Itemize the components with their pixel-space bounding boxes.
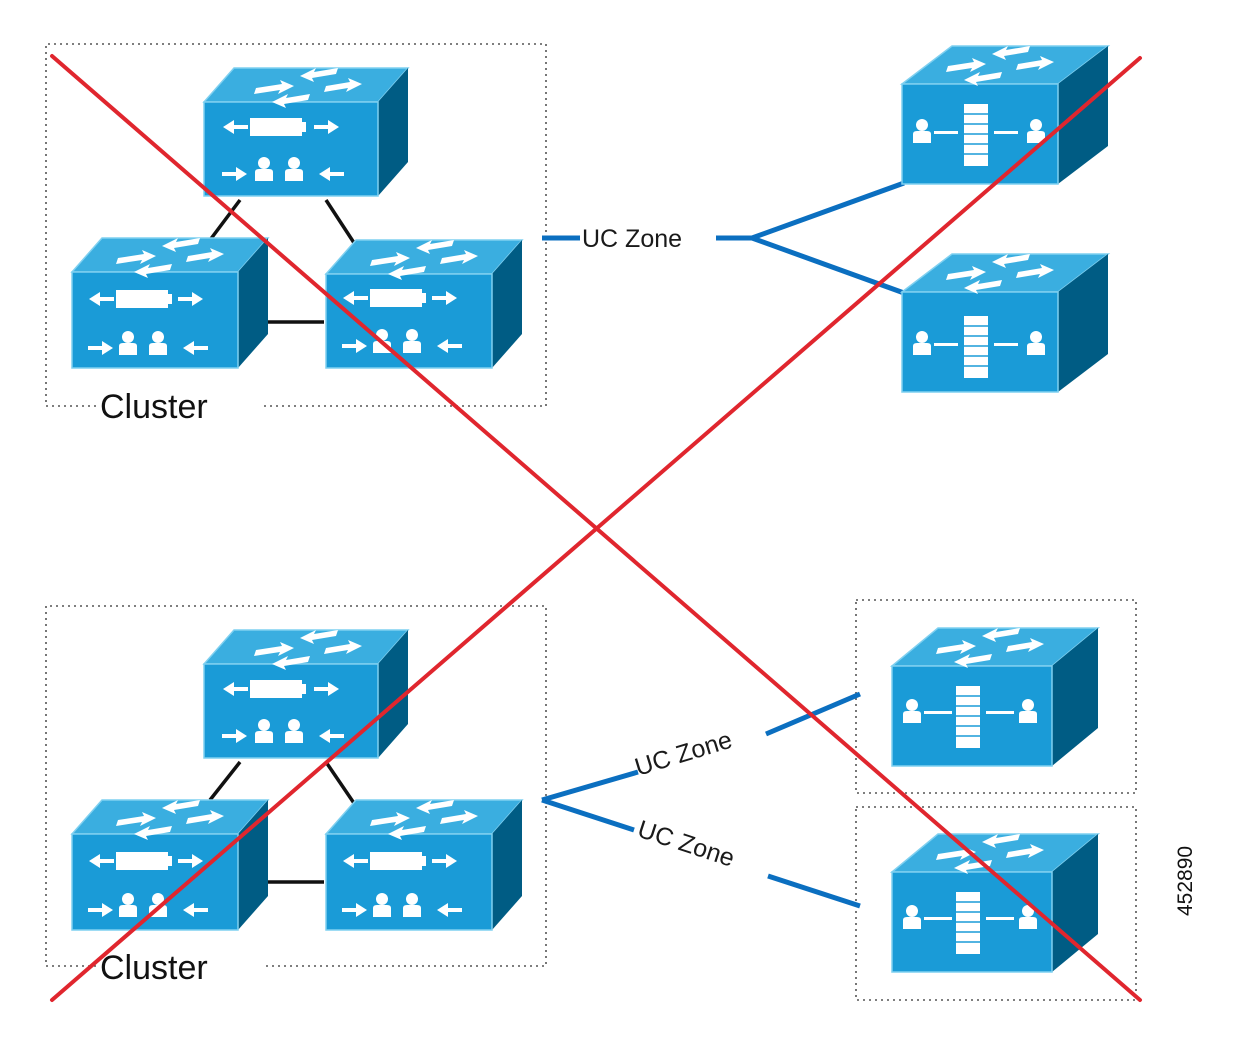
figure-number: 452890 — [1174, 846, 1197, 916]
cluster-label-top: Cluster — [100, 388, 208, 426]
switch-icon — [324, 799, 524, 931]
uc-zone-label-bottom-lower: UC Zone — [634, 815, 738, 873]
invalid-cross-icon — [50, 54, 1142, 1002]
switch-icon — [324, 239, 524, 369]
zone-boundary-bottom-upper — [855, 599, 1137, 794]
cluster-label-bottom: Cluster — [100, 949, 208, 987]
switch-icon — [202, 67, 410, 197]
uc-zone-label-top: UC Zone — [582, 225, 682, 253]
switch-icon — [70, 799, 270, 931]
cluster-boundary-bottom — [45, 605, 547, 967]
firewall-icon — [899, 253, 1111, 393]
cluster-boundary-top — [45, 43, 547, 407]
uc-zone-label-bottom-upper: UC Zone — [632, 726, 736, 782]
firewall-icon — [889, 627, 1101, 767]
uc-zone-links-bottom — [541, 691, 861, 909]
zone-boundary-bottom-lower — [855, 806, 1137, 1001]
switch-icon — [70, 237, 270, 369]
firewall-icon — [899, 45, 1111, 185]
firewall-icon — [889, 833, 1101, 973]
switch-icon — [202, 629, 410, 759]
